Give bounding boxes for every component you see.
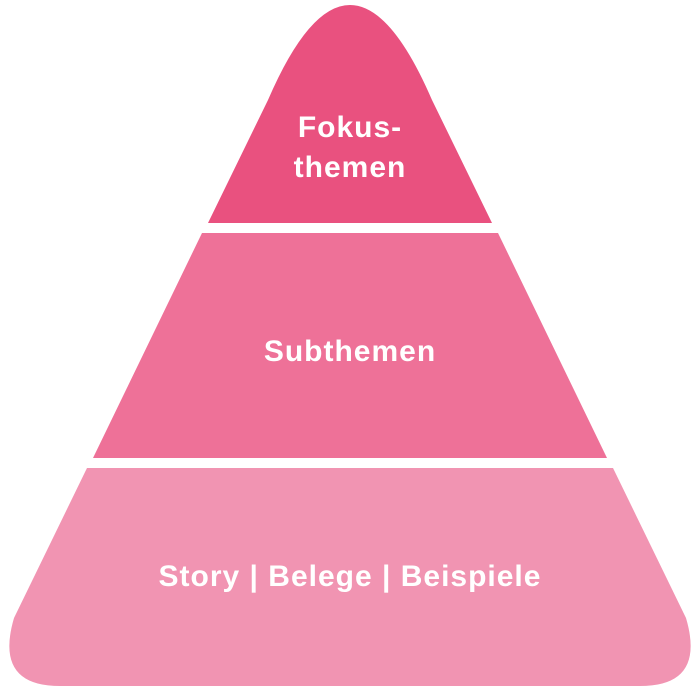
tier-middle-shape	[93, 233, 607, 458]
tier-top-shape	[208, 5, 492, 223]
tier-bottom-shape	[9, 468, 691, 686]
